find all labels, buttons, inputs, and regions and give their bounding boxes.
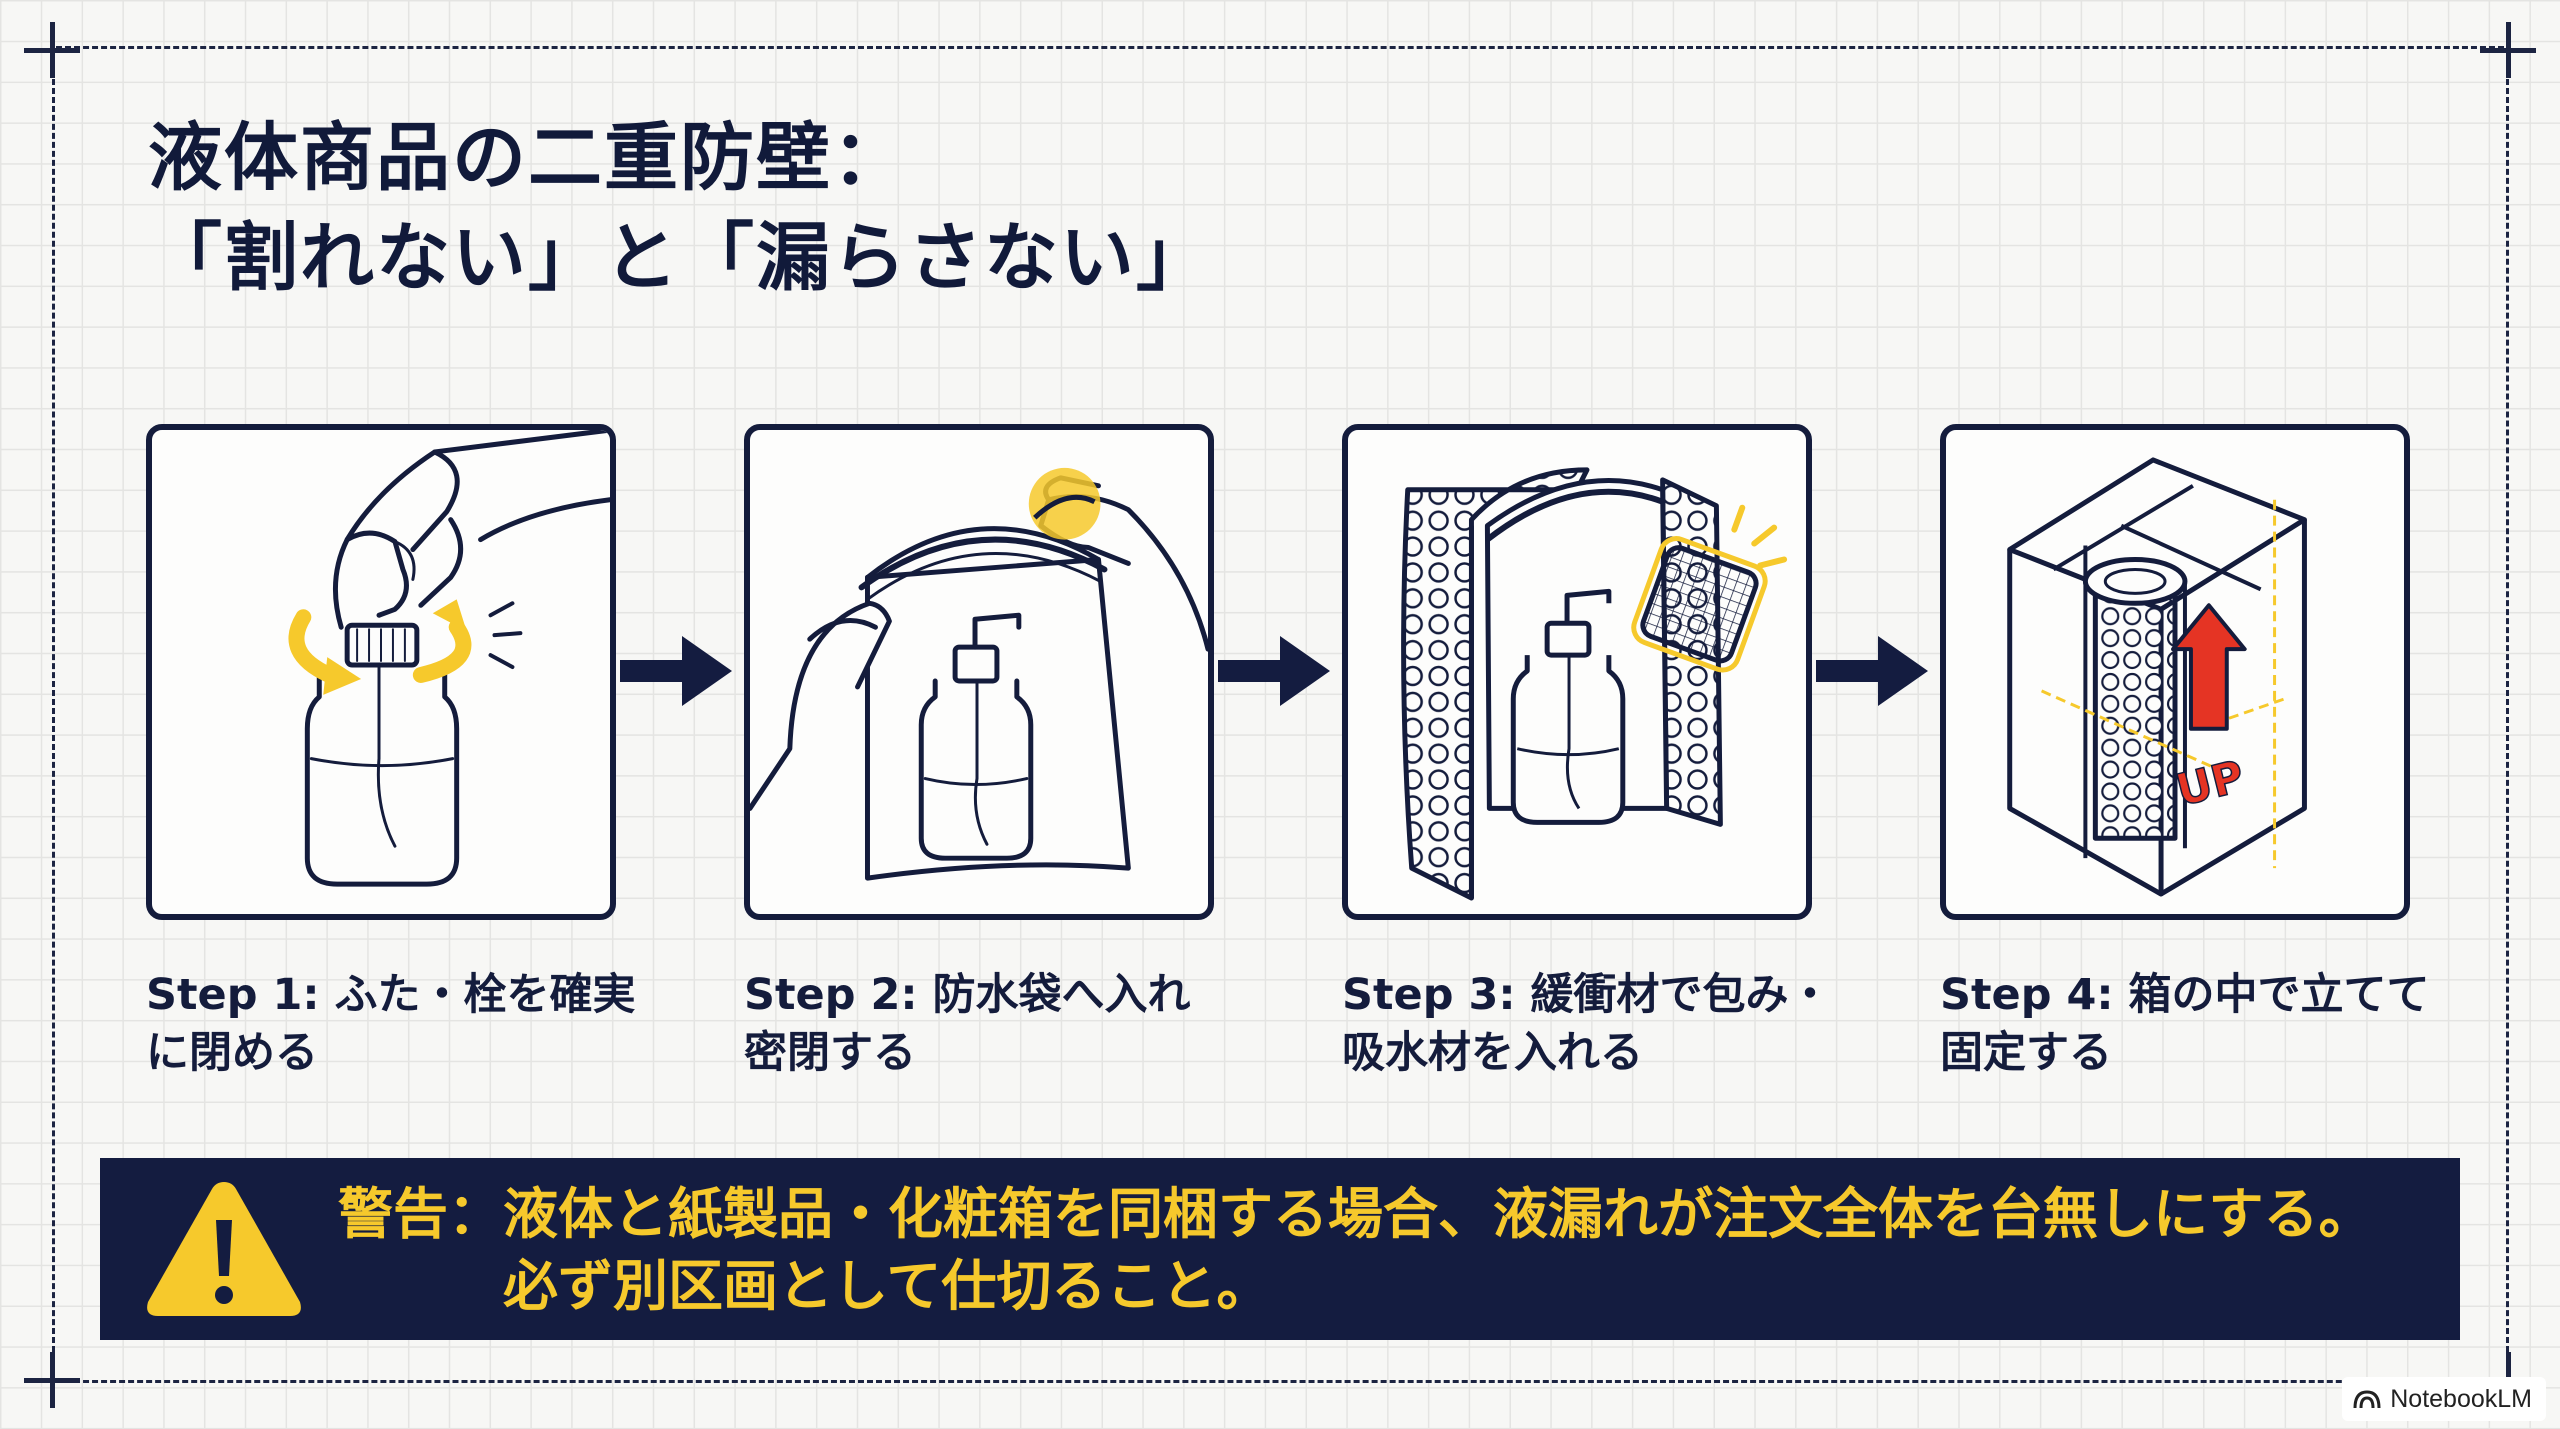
frame-right-dashed-line: [2506, 70, 2509, 1370]
step-4-caption-line-1: Step 4: 箱の中で立てて: [1940, 970, 2430, 1020]
step-2-illustration: [744, 424, 1214, 920]
step-1-caption: Step 1: ふた・栓を確実 に閉める: [146, 966, 636, 1082]
corner-cross-top-left: [24, 22, 80, 78]
page-title: 液体商品の二重防壁： 「割れない」と「漏らさない」: [148, 108, 1212, 308]
corner-cross-top-right: [2480, 22, 2536, 78]
step-3-caption-line-1: Step 3: 緩衝材で包み・: [1342, 970, 1832, 1020]
step-1-caption-line-1: Step 1: ふた・栓を確実: [146, 970, 636, 1020]
arrow-right-icon: [1218, 636, 1330, 706]
step-3-caption-line-2: 吸水材を入れる: [1342, 1028, 1643, 1078]
upright-box-divider-icon: UP: [2007, 457, 2307, 897]
brand-label: NotebookLM: [2390, 1384, 2532, 1413]
up-label: UP: [2171, 751, 2249, 817]
warning-text-line-1: 警告：液体と紙製品・化粧箱を同梱する場合、液漏れが注文全体を台無しにする。: [338, 1182, 2374, 1246]
corner-cross-bottom-left: [24, 1352, 80, 1408]
zip-bag-seal-icon: [750, 467, 1208, 881]
notebooklm-logo-icon: [2353, 1390, 2381, 1409]
title-line-2: 「割れない」と「漏らさない」: [148, 215, 1212, 301]
step-4-caption: Step 4: 箱の中で立てて 固定する: [1940, 966, 2430, 1082]
frame-top-dashed-line: [56, 46, 2504, 49]
warning-text-line-2: 必ず別区画として仕切ること。: [503, 1254, 1272, 1318]
notebooklm-badge: NotebookLM: [2342, 1377, 2546, 1421]
arrow-right-icon: [1816, 636, 1928, 706]
warning-triangle-icon: [147, 1182, 301, 1316]
step-2-caption: Step 2: 防水袋へ入れ 密閉する: [744, 966, 1234, 1082]
step-2-caption-line-2: 密閉する: [744, 1028, 916, 1078]
step-2-caption-line-1: Step 2: 防水袋へ入れ: [744, 970, 1191, 1020]
step-4-caption-line-2: 固定する: [1940, 1028, 2112, 1078]
step-1-illustration: [146, 424, 616, 920]
bubble-wrap-absorbent-pad-icon: [1401, 467, 1788, 901]
bottle-cap-twist-icon: [288, 430, 610, 887]
frame-bottom-dashed-line: [56, 1380, 2504, 1383]
arrow-right-icon: [620, 636, 732, 706]
frame-left-dashed-line: [52, 70, 55, 1370]
step-3-illustration: [1342, 424, 1812, 920]
step-4-illustration: UP: [1940, 424, 2410, 920]
warning-banner: 警告：液体と紙製品・化粧箱を同梱する場合、液漏れが注文全体を台無しにする。 必ず…: [100, 1158, 2460, 1340]
step-3-caption: Step 3: 緩衝材で包み・ 吸水材を入れる: [1342, 966, 1832, 1082]
step-1-caption-line-2: に閉める: [146, 1028, 318, 1078]
title-line-1: 液体商品の二重防壁：: [148, 115, 908, 201]
warning-text: 警告：液体と紙製品・化粧箱を同梱する場合、液漏れが注文全体を台無しにする。 必ず…: [338, 1178, 2374, 1322]
